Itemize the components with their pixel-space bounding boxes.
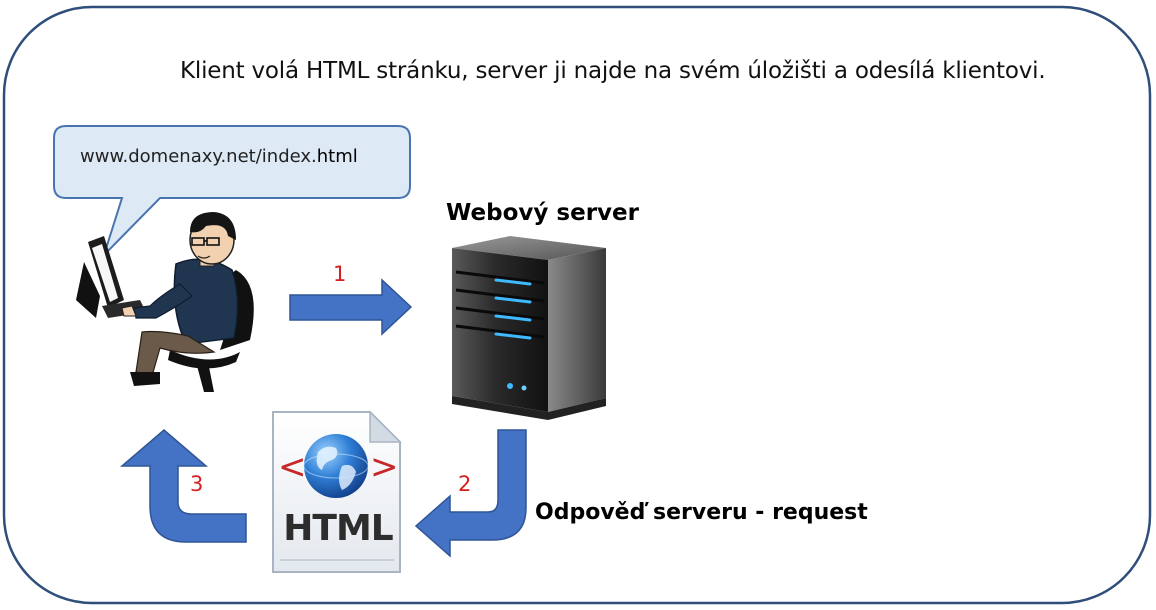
arrow-response: [414, 429, 527, 558]
step-number-1: 1: [333, 262, 347, 286]
html-left-bracket: <: [278, 447, 307, 487]
diagram-caption: Klient volá HTML stránku, server ji najd…: [180, 58, 1046, 84]
step-number-2: 2: [458, 472, 472, 496]
arrow-deliver: [119, 429, 247, 543]
step-number-3: 3: [190, 472, 204, 496]
html-right-bracket: >: [370, 447, 399, 487]
bubble-url-prefix: www.domenaxy.net/index.: [80, 146, 317, 167]
html-document-icon: [272, 410, 402, 573]
arrow-request: [289, 278, 413, 336]
server-title: Webový server: [446, 200, 639, 226]
globe-icon: [304, 434, 368, 498]
bubble-url: www.domenaxy.net/index.html: [80, 146, 358, 167]
bubble-url-suffix: html: [316, 146, 358, 167]
html-icon-label: HTML: [283, 508, 393, 549]
response-label: Odpověď serveru - request: [535, 500, 868, 525]
person-at-computer-icon: [76, 212, 254, 392]
server-icon: [452, 236, 606, 420]
speech-bubble: [53, 125, 411, 256]
